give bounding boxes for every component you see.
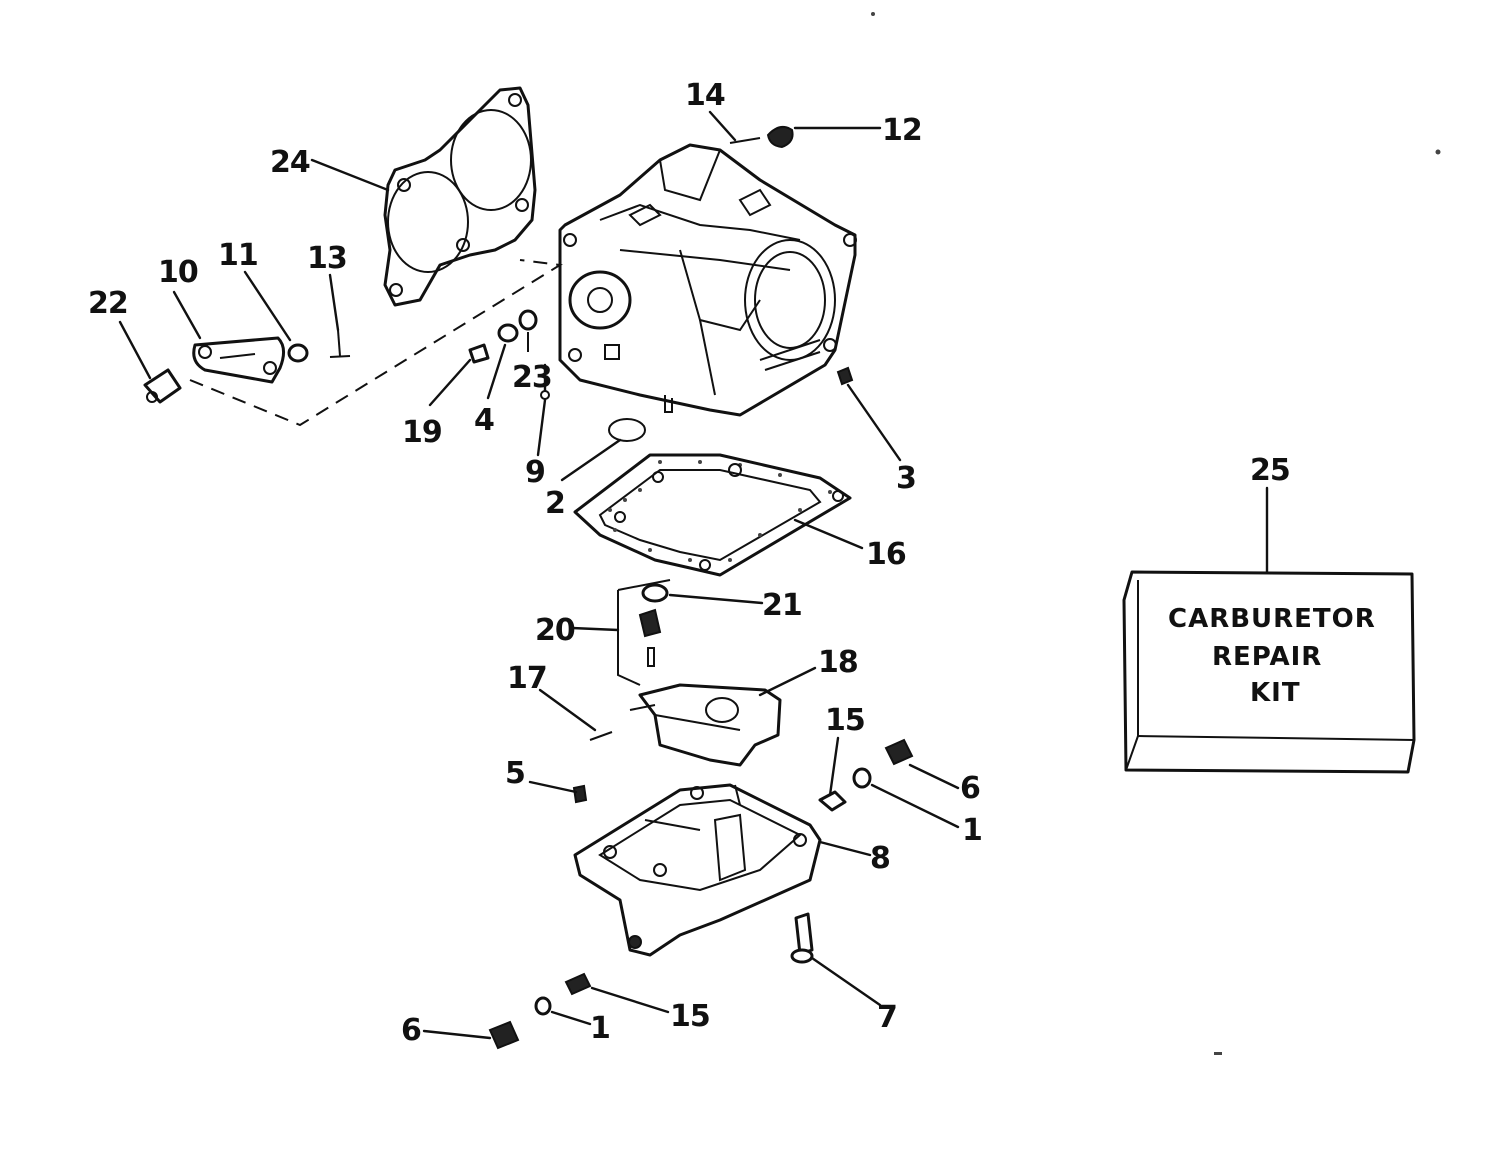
screw-3 bbox=[836, 366, 854, 386]
callout-1-upper: 1 bbox=[962, 813, 982, 848]
jet-15-upper bbox=[818, 790, 847, 812]
callout-13: 13 bbox=[307, 241, 347, 276]
washer-1-lower bbox=[534, 996, 552, 1016]
callout-2: 2 bbox=[545, 486, 565, 521]
callout-19: 19 bbox=[402, 415, 442, 450]
kit-label-line3: KIT bbox=[1250, 678, 1301, 708]
callout-10: 10 bbox=[158, 255, 198, 290]
leader-lines bbox=[118, 110, 1269, 1040]
alignment-dashed-line bbox=[189, 259, 563, 427]
pin-13 bbox=[329, 329, 351, 358]
screw-7 bbox=[790, 912, 814, 964]
pin-17 bbox=[589, 731, 613, 741]
washer-23 bbox=[518, 309, 538, 352]
callout-15-lower: 15 bbox=[670, 999, 710, 1034]
jet-15-lower bbox=[564, 972, 592, 996]
callout-9: 9 bbox=[525, 455, 545, 490]
needle-seat-20 bbox=[617, 579, 671, 686]
callout-18: 18 bbox=[818, 645, 858, 680]
plug-22 bbox=[143, 368, 182, 404]
callout-23: 23 bbox=[512, 360, 552, 395]
plug-19 bbox=[468, 343, 490, 364]
callout-24: 24 bbox=[270, 145, 310, 180]
callout-16: 16 bbox=[866, 537, 906, 572]
pin-14 bbox=[729, 137, 761, 144]
kit-label-line1: CARBURETOR bbox=[1168, 604, 1376, 634]
callout-17: 17 bbox=[507, 661, 547, 696]
float-bowl-8 bbox=[573, 783, 822, 957]
callout-numbers: 24 14 12 10 11 13 22 19 4 23 9 2 3 16 21… bbox=[88, 78, 1291, 1048]
washer-11 bbox=[287, 343, 309, 363]
washer-1-upper bbox=[852, 767, 872, 789]
callout-21: 21 bbox=[762, 588, 802, 623]
plug-6-upper bbox=[884, 738, 914, 766]
callout-8: 8 bbox=[870, 841, 890, 876]
callout-14: 14 bbox=[685, 78, 725, 113]
callout-11: 11 bbox=[218, 238, 258, 273]
gasket-16 bbox=[573, 453, 852, 577]
repair-kit-box: CARBURETOR REPAIR KIT bbox=[1122, 570, 1416, 774]
gasket-24 bbox=[383, 86, 537, 307]
callout-1-lower: 1 bbox=[590, 1011, 610, 1046]
callout-6-lower: 6 bbox=[401, 1013, 421, 1048]
carburetor-body bbox=[558, 143, 857, 417]
callout-25: 25 bbox=[1250, 453, 1290, 488]
plug-6-lower bbox=[488, 1020, 520, 1050]
callout-7: 7 bbox=[877, 1000, 897, 1035]
spring-12 bbox=[766, 125, 794, 149]
kit-label-line2: REPAIR bbox=[1212, 642, 1322, 672]
float-18 bbox=[629, 683, 782, 767]
float-2 bbox=[608, 418, 646, 442]
washer-4 bbox=[497, 323, 519, 343]
callout-5: 5 bbox=[505, 756, 525, 791]
callout-22: 22 bbox=[88, 286, 128, 321]
callout-12: 12 bbox=[882, 113, 922, 148]
callout-3: 3 bbox=[896, 461, 916, 496]
cover-10 bbox=[192, 336, 285, 384]
washer-21 bbox=[641, 583, 669, 603]
screw-5 bbox=[572, 784, 588, 804]
callout-20: 20 bbox=[535, 613, 575, 648]
callout-15-upper: 15 bbox=[825, 703, 865, 738]
scan-specks bbox=[871, 12, 1441, 1055]
callout-4: 4 bbox=[474, 403, 494, 438]
callout-6-upper: 6 bbox=[960, 771, 980, 806]
